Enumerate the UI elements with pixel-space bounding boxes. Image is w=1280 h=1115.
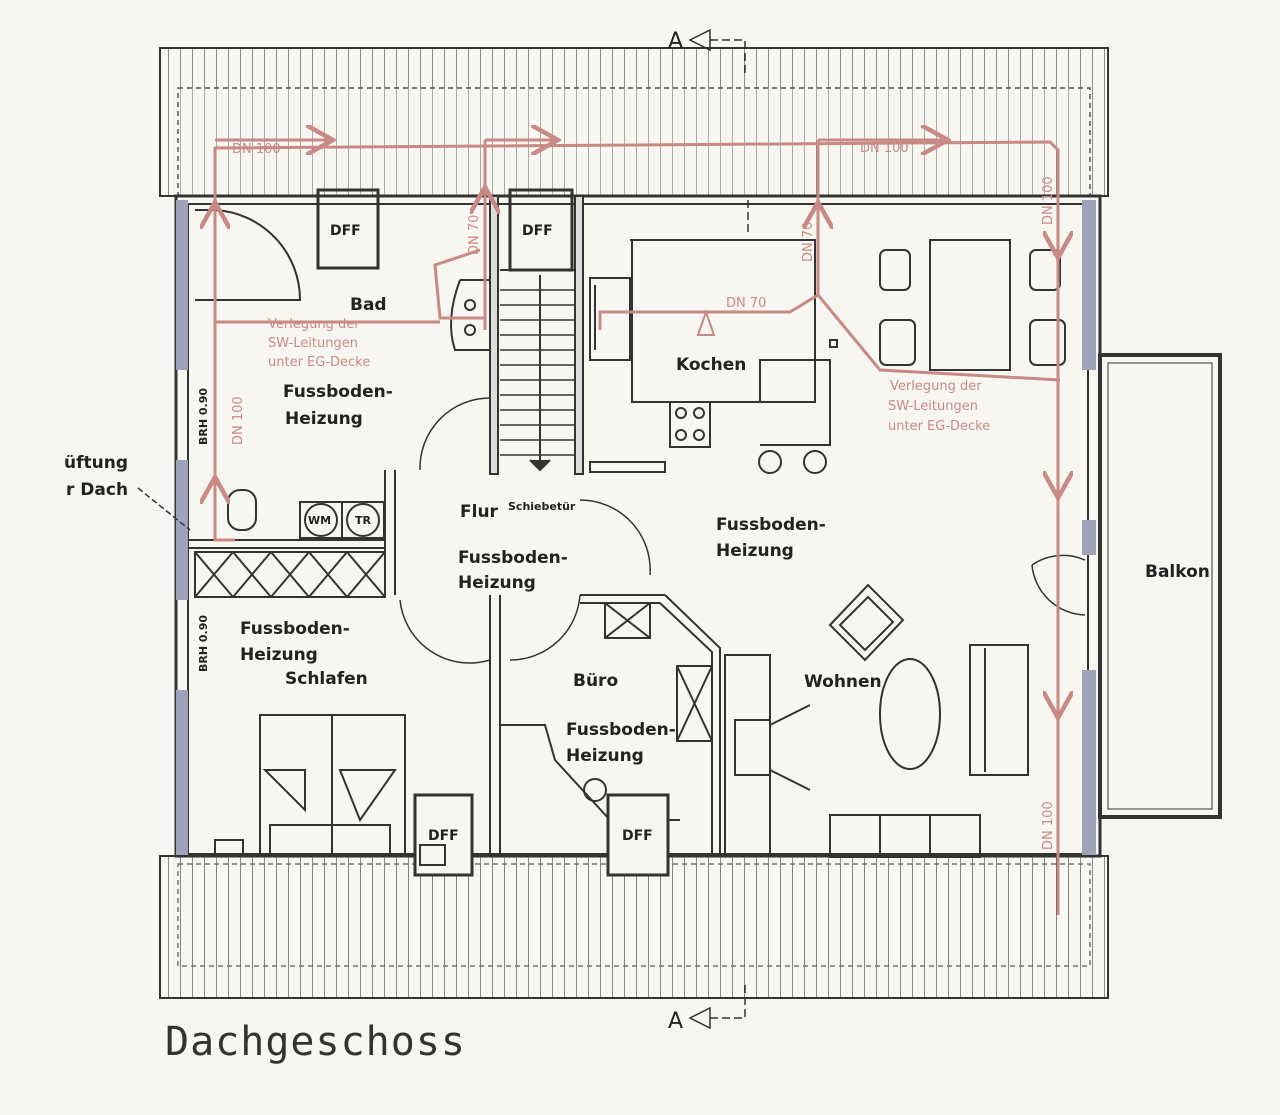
pipe-label-dn70-kitchen: DN 70 [726,296,766,311]
living-furniture [734,583,1029,858]
heating-bad-line1: Fussboden- [283,382,393,402]
pipe-note-wohnen-line1: Verlegung der [890,379,982,394]
section-label-bottom: A [668,1009,683,1034]
bedroom [214,714,446,866]
sewage-pipes [215,140,1060,915]
skylight-stair-label: DFF [522,223,553,239]
plan-title: Dachgeschoss [165,1019,466,1065]
heating-wohnen-line2: Heizung [716,541,794,561]
vent-line [137,487,191,531]
pipe-label-dn100-top-left: DN 100 [232,142,281,157]
pipe-note-bad-line3: unter EG-Decke [268,355,370,370]
washer-label: WM [308,514,331,527]
skylight-stair [508,188,574,272]
outer-walls [174,194,1102,858]
room-label-schiebetuer: Schiebetür [508,500,576,513]
kitchen [589,239,838,474]
office-chair [583,778,607,802]
skylight-bad-label: DFF [330,223,361,239]
skylight-schlafen-label: DFF [428,828,459,844]
skylight-buero-label: DFF [622,828,653,844]
section-label-top: A [668,29,683,54]
skylight-bad [316,188,380,270]
pipe-label-dn100-right-top: DN 100 [1041,176,1056,225]
skylight-buero [606,793,670,877]
bath-fixtures [195,209,491,539]
window-sill-label-schlafen: BRH 0.90 [197,615,210,672]
vent-label-line1: üftung [64,453,128,473]
pipe-label-dn100-left: DN 100 [231,396,246,445]
window-sill-label-bad: BRH 0.90 [197,388,210,445]
heating-schlafen-line2: Heizung [240,645,318,665]
skylight-schlafen [413,793,474,877]
pipe-label-dn70-stair: DN 70 [467,215,482,255]
pipe-note-bad-line1: Verlegung der [268,317,360,332]
interior-walls [188,195,771,856]
room-label-kochen: Kochen [676,355,746,375]
heating-flur-line1: Fussboden- [458,548,568,568]
roof-top [159,47,1109,199]
heating-bad-line2: Heizung [285,409,363,429]
pipe-label-dn100-right-bottom: DN 100 [1041,801,1056,850]
heating-schlafen-line1: Fussboden- [240,619,350,639]
heating-buero-line1: Fussboden- [566,720,676,740]
section-marker-top: A [668,28,749,235]
pipe-note-wohnen-line2: SW-Leitungen [888,399,978,414]
pipe-label-dn70-kitchen-vertical: DN 70 [801,222,816,262]
vent-label-line2: r Dach [66,480,128,500]
pipe-note-bad-line2: SW-Leitungen [268,336,358,351]
pipe-note-wohnen-line3: unter EG-Decke [888,419,990,434]
dryer-label: TR [355,514,372,527]
room-label-buero: Büro [573,671,618,691]
heating-buero-line2: Heizung [566,746,644,766]
balcony [1031,353,1222,819]
room-label-bad: Bad [350,295,387,315]
heating-flur-line2: Heizung [458,573,536,593]
room-label-balkon: Balkon [1145,562,1210,582]
roof-bottom [159,855,1109,999]
dining [879,239,1066,371]
room-label-flur: Flur [460,502,499,522]
section-marker-bottom: A [668,985,746,1034]
room-label-wohnen: Wohnen [804,672,882,692]
stair-treads [500,289,575,456]
pipe-label-dn100-top-right: DN 100 [860,141,909,156]
heating-wohnen-line1: Fussboden- [716,515,826,535]
room-label-schlafen: Schlafen [285,669,368,689]
